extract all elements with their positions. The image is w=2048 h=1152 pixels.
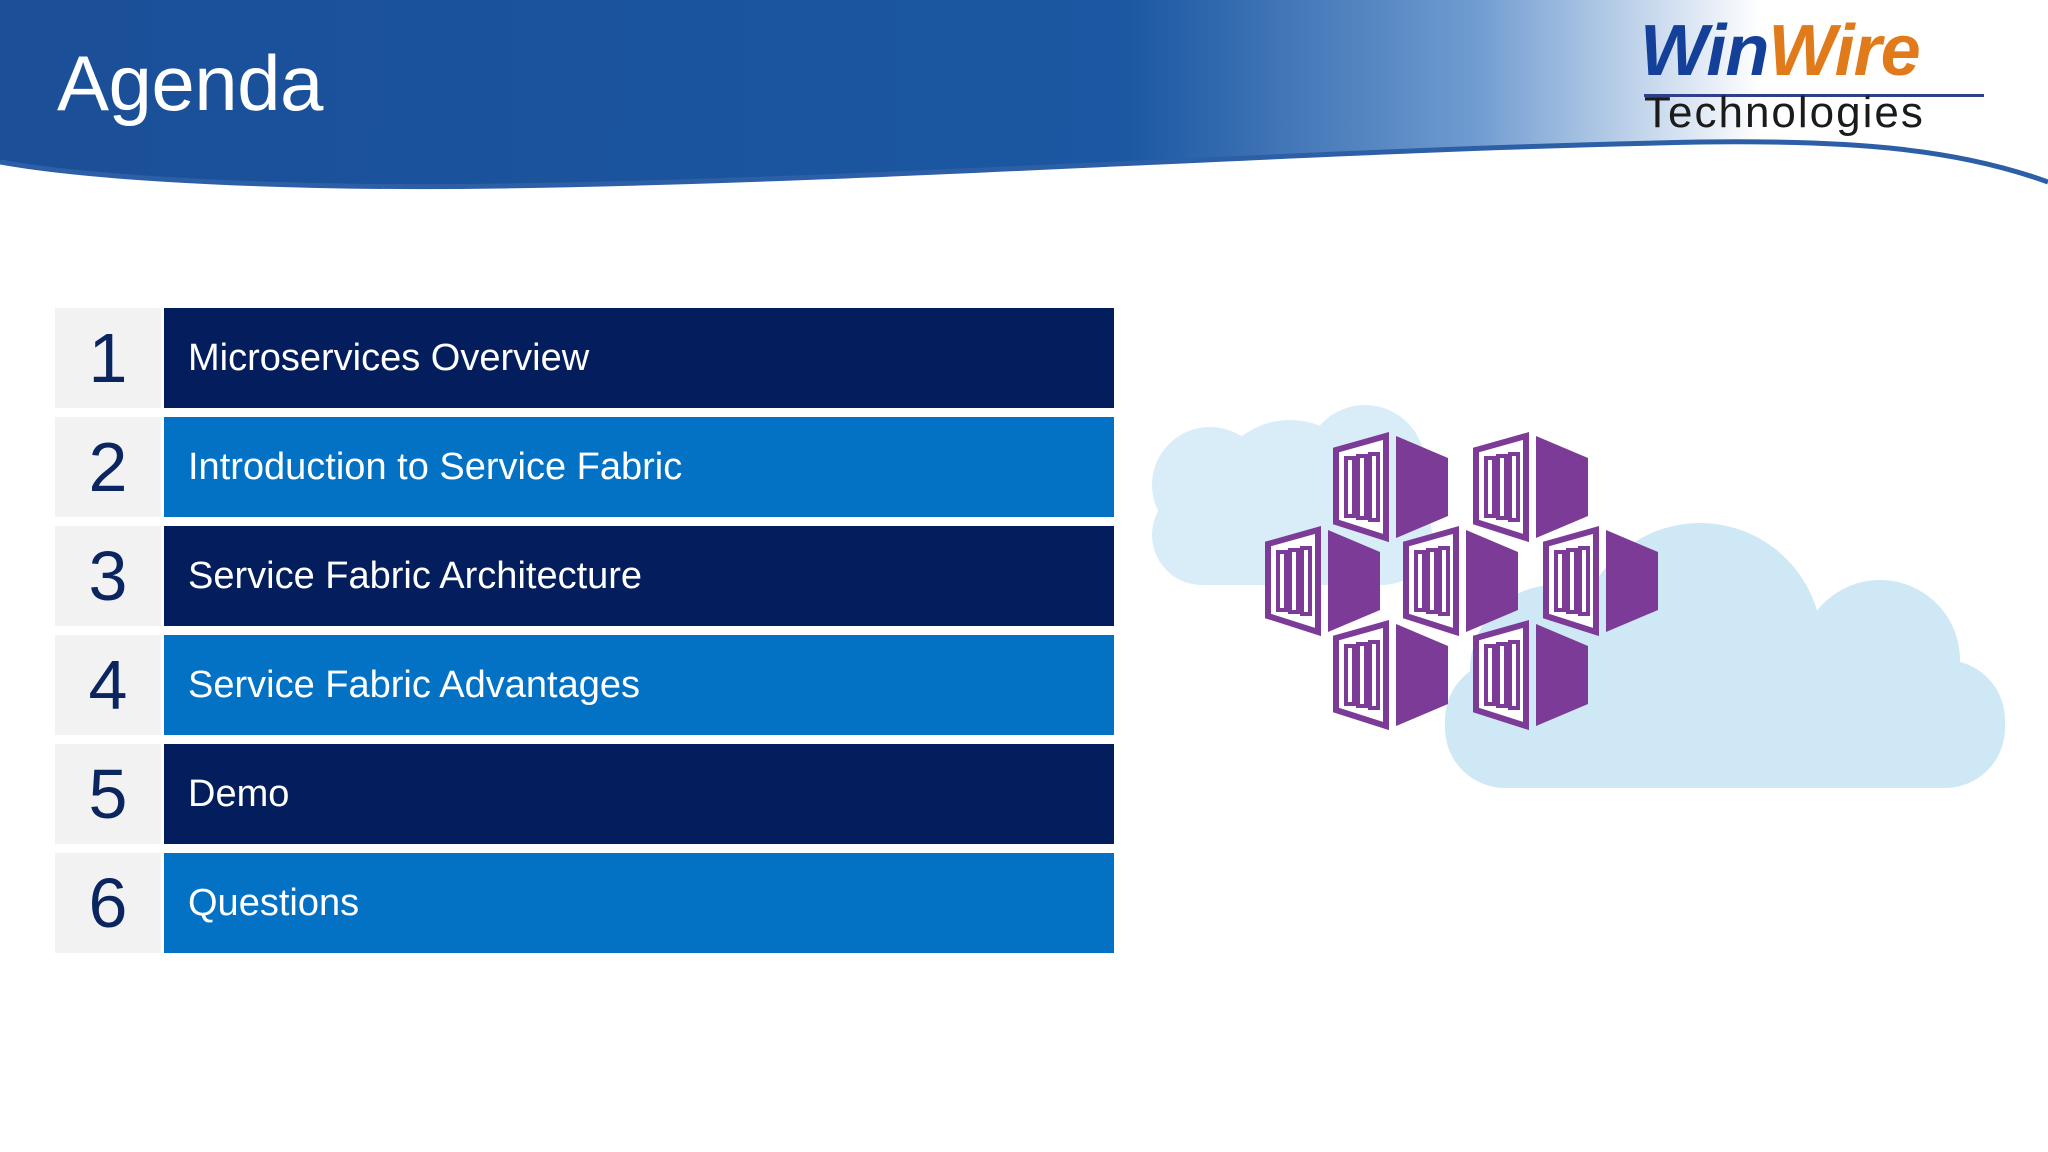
agenda-item: 2 Introduction to Service Fabric [55,417,1115,517]
agenda-item-number: 1 [55,308,161,408]
agenda-item: 5 Demo [55,744,1115,844]
agenda-item-label[interactable]: Introduction to Service Fabric [164,417,1114,517]
company-logo: WinWire Technologies [1630,10,2000,140]
agenda-item-number: 5 [55,744,161,844]
container-cube-icon [1476,436,1588,538]
agenda-item: 1 Microservices Overview [55,308,1115,408]
agenda-item: 4 Service Fabric Advantages [55,635,1115,735]
agenda-item-number: 4 [55,635,161,735]
agenda-item: 3 Service Fabric Architecture [55,526,1115,626]
agenda-item-label[interactable]: Questions [164,853,1114,953]
service-fabric-cloud-icon [1152,405,2005,788]
agenda-item-number: 2 [55,417,161,517]
agenda-item-label[interactable]: Demo [164,744,1114,844]
logo-wordmark: WinWire [1640,11,1921,91]
agenda-item-label[interactable]: Microservices Overview [164,308,1114,408]
agenda-item-label[interactable]: Service Fabric Advantages [164,635,1114,735]
logo-divider [1644,94,1984,97]
page-title: Agenda [57,39,323,127]
agenda-item-label[interactable]: Service Fabric Architecture [164,526,1114,626]
logo-subtitle: Technologies [1644,88,1925,137]
container-cube-icon [1336,624,1448,726]
header-banner [0,0,2048,190]
agenda-item-number: 6 [55,853,161,953]
agenda-item: 6 Questions [55,853,1115,953]
container-cube-icon [1406,530,1518,632]
agenda-item-number: 3 [55,526,161,626]
